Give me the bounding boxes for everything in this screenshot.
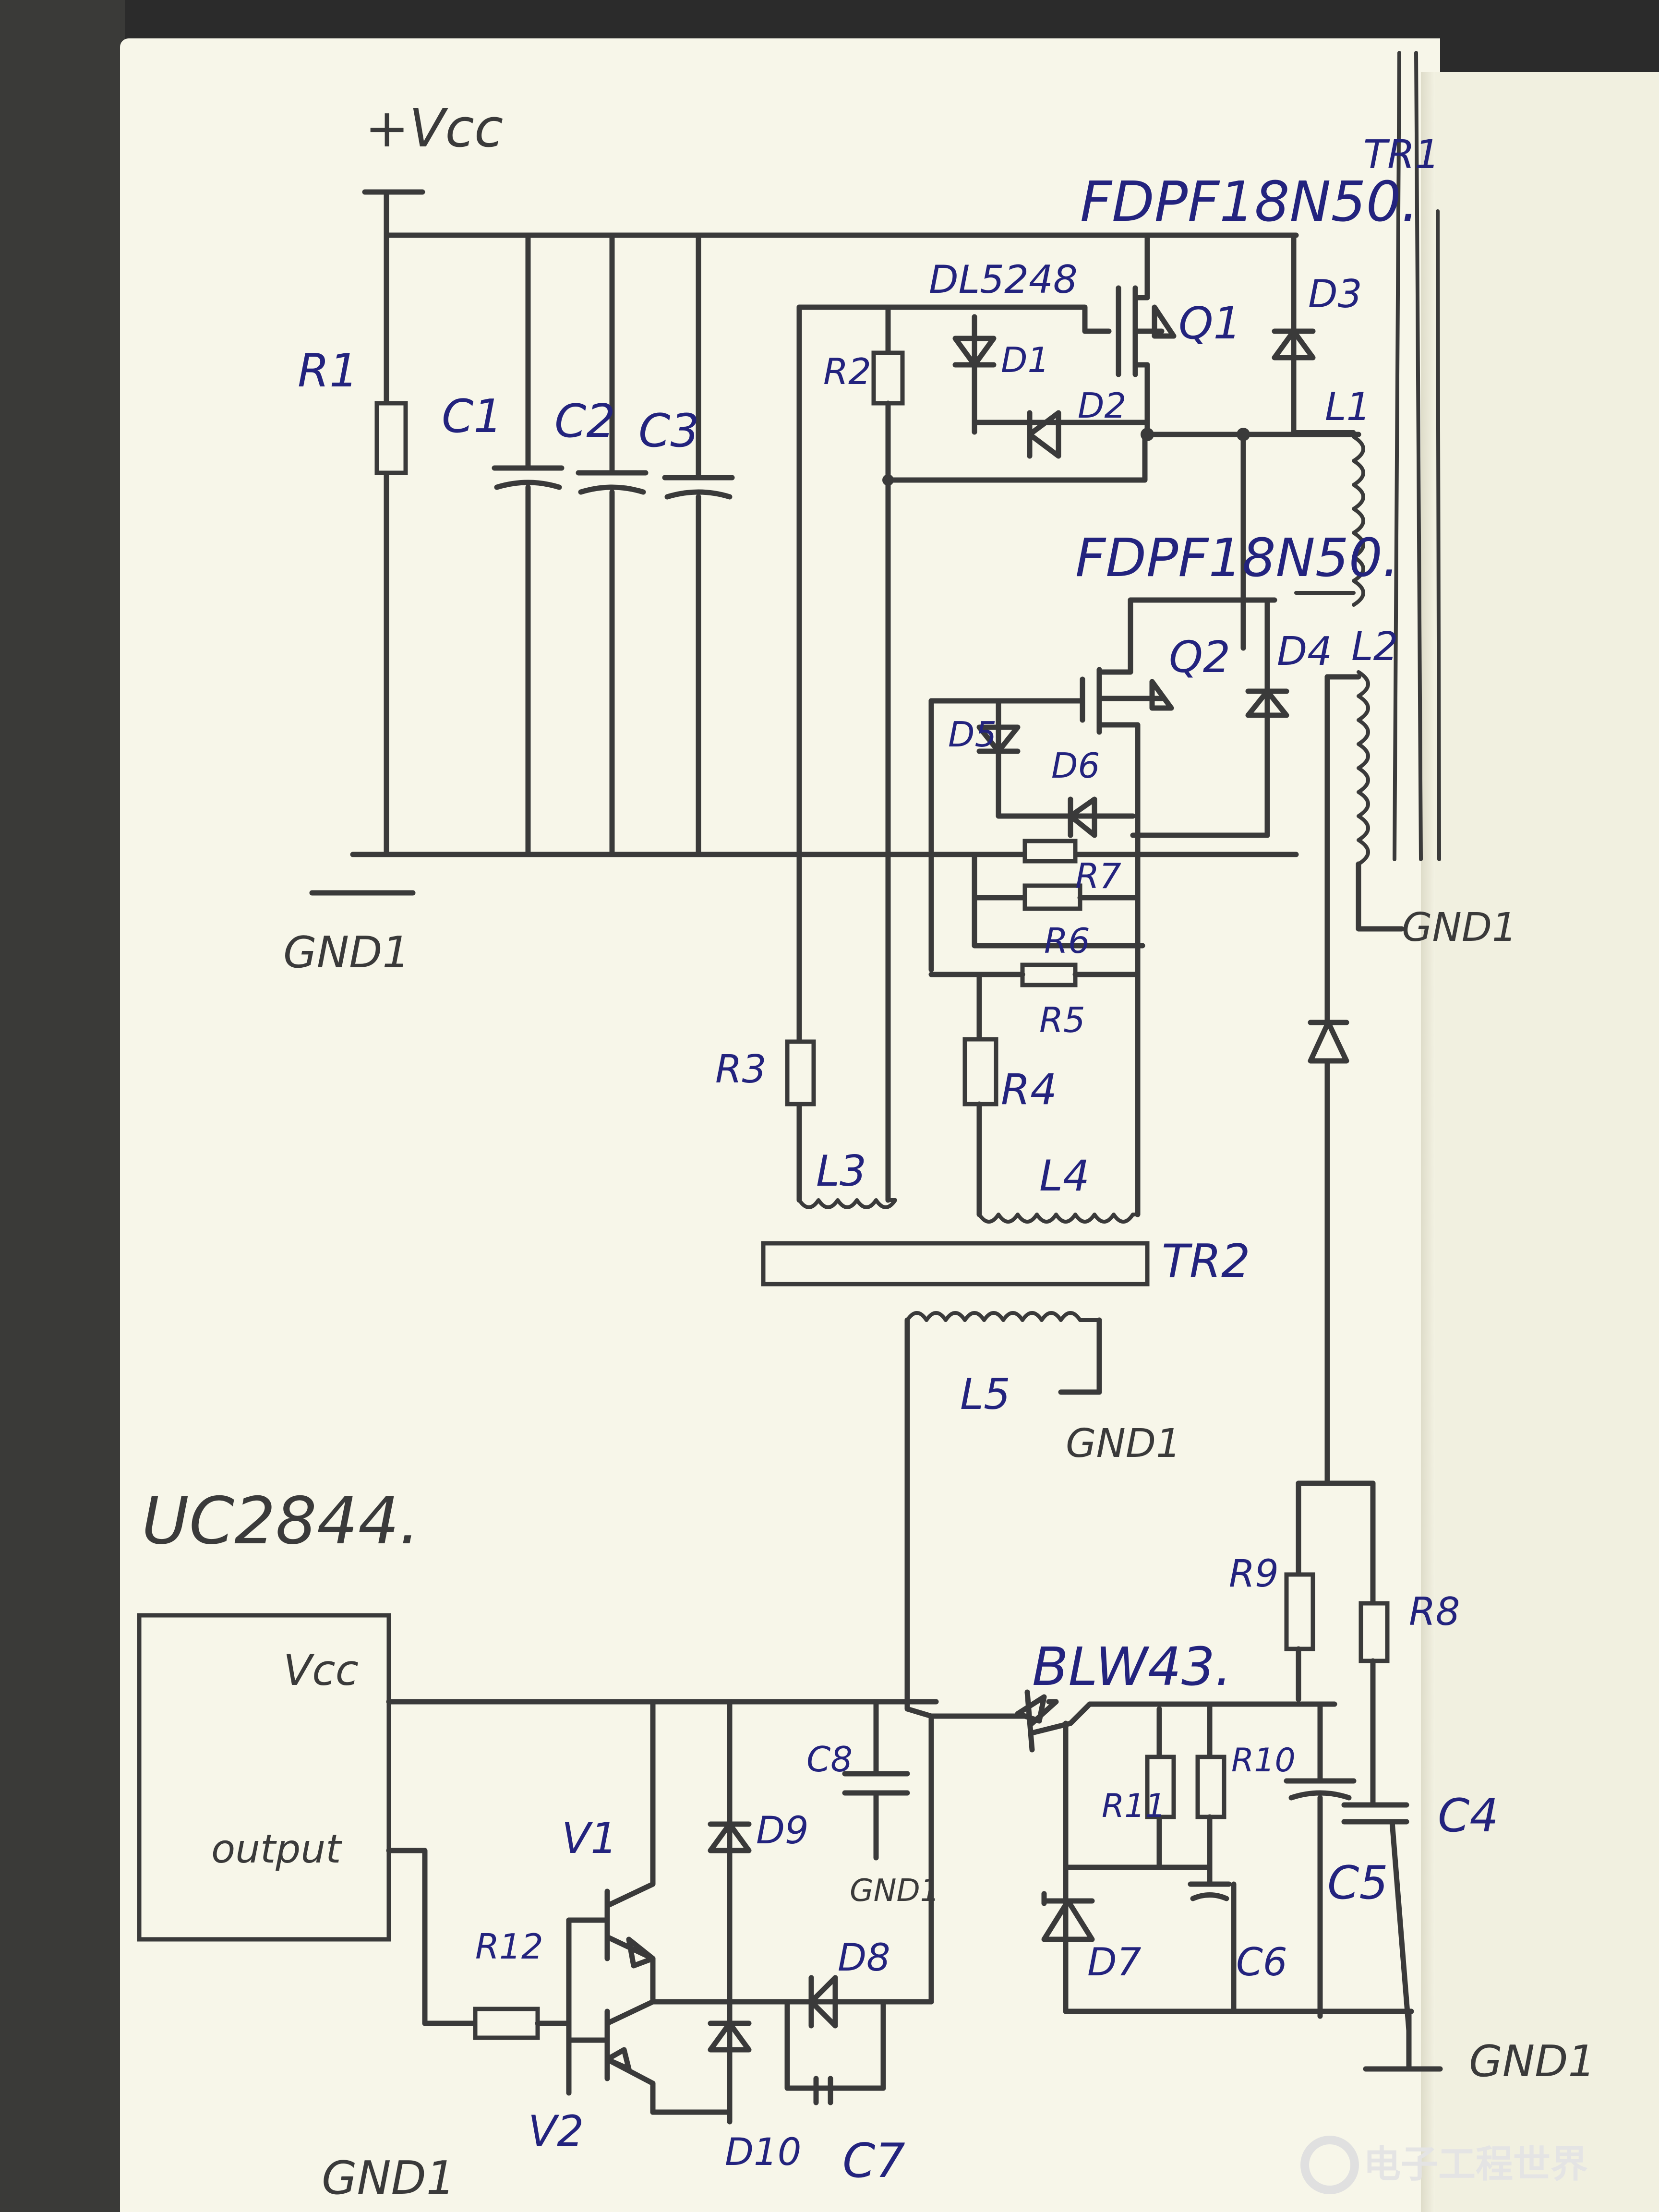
d9-label: D9 <box>756 1809 809 1852</box>
q1-label: Q1 <box>1178 298 1241 349</box>
watermark-text: 电子工程世界 <box>1363 2143 1588 2186</box>
d6-label: D6 <box>1051 745 1100 786</box>
d2-label: D2 <box>1078 385 1126 426</box>
uc2844-ic <box>137 1613 391 1942</box>
c8-label: C8 <box>806 1739 853 1779</box>
r7-resistor <box>1022 839 1078 864</box>
notebook-next-page <box>1435 72 1659 2212</box>
r12-label: R12 <box>475 1926 543 1967</box>
gnd-tr1-label: GND1 <box>1402 905 1517 950</box>
r10-resistor <box>1195 1755 1226 1819</box>
transistor-label: BLW43. <box>1032 1636 1232 1697</box>
r6-resistor <box>1022 883 1082 911</box>
c1-capacitor <box>492 232 565 857</box>
r8-resistor <box>1358 1601 1390 1663</box>
r9-resistor <box>1284 1572 1315 1651</box>
c6-label: C6 <box>1236 1940 1287 1984</box>
d5-label: D5 <box>948 714 997 755</box>
ic-vcc-pin: Vcc <box>283 1646 359 1695</box>
r8-label: R8 <box>1409 1589 1460 1634</box>
watermark-logo-icon <box>1300 2136 1359 2194</box>
r3-resistor <box>785 1039 816 1106</box>
c2-label: C2 <box>554 395 615 448</box>
c4-label: C4 <box>1438 1790 1499 1842</box>
l4-label: L4 <box>1039 1151 1090 1201</box>
l2-label: L2 <box>1351 624 1398 670</box>
r11-label: R11 <box>1102 1787 1166 1825</box>
l1-label: L1 <box>1325 385 1370 429</box>
r2-resistor <box>871 350 905 406</box>
vcc-label: +Vcc <box>365 97 503 159</box>
gnd-c8-label: GND1 <box>850 1873 939 1909</box>
r9-label: R9 <box>1229 1552 1279 1596</box>
notebook-page <box>120 38 1440 2212</box>
q2-label: Q2 <box>1169 632 1230 683</box>
ic-label: UC2844. <box>142 1483 420 1559</box>
l3-label: L3 <box>816 1146 866 1196</box>
gnd-bottom-right-label: GND1 <box>1469 2036 1596 2087</box>
d3-label: D3 <box>1308 272 1362 316</box>
q2-part-label: FDPF18N50. <box>1075 527 1399 589</box>
watermark: 电子工程世界 <box>1300 2136 1588 2194</box>
component-labels: +Vcc TR1 FDPF18N50. DL5248 Q1 D3 D1 D2 L… <box>142 97 1596 2205</box>
c2-capacitor <box>576 232 649 857</box>
driver-section <box>137 1613 1443 2125</box>
r1-resistor <box>374 401 408 475</box>
input-rail <box>309 189 1299 896</box>
tr1-secondary <box>1087 51 1441 2033</box>
d7-label: D7 <box>1087 1940 1142 1984</box>
gnd-l5-label: GND1 <box>1066 1421 1181 1467</box>
r5-resistor <box>1020 962 1078 987</box>
v2-label: V2 <box>528 2106 584 2156</box>
gnd-bottom-left-label: GND1 <box>322 2152 455 2205</box>
r5-label: R5 <box>1039 1000 1085 1040</box>
r6-label: R6 <box>1044 921 1090 961</box>
tr1-label: TR1 <box>1363 132 1440 178</box>
v1-label: V1 <box>562 1814 617 1863</box>
r3-label: R3 <box>715 1047 766 1092</box>
background-dark <box>0 0 125 2212</box>
tr2 <box>761 1241 1150 1719</box>
r12-resistor <box>473 2007 540 2040</box>
c3-capacitor <box>662 232 735 857</box>
q1-part-label: FDPF18N50. <box>1080 170 1419 234</box>
r10-label: R10 <box>1231 1742 1296 1779</box>
d8-label: D8 <box>838 1936 890 1980</box>
d1-part-label: DL5248 <box>929 257 1078 302</box>
c5-label: C5 <box>1327 1857 1388 1910</box>
r7-label: R7 <box>1075 856 1121 896</box>
c3-label: C3 <box>638 405 699 457</box>
c7-label: C7 <box>842 2134 905 2188</box>
r4-resistor <box>962 1037 998 1106</box>
r4-label: R4 <box>1001 1065 1057 1114</box>
r2-label: R2 <box>823 350 871 393</box>
r11-resistor <box>1145 1755 1176 1819</box>
ic-output-pin: output <box>211 1827 342 1872</box>
d10-label: D10 <box>725 2131 801 2174</box>
d4-label: D4 <box>1277 629 1332 674</box>
tr2-core <box>761 1241 1150 1286</box>
q1-stage <box>796 232 1365 857</box>
d1-label: D1 <box>1001 340 1049 380</box>
l5-label: L5 <box>960 1370 1010 1419</box>
c1-label: C1 <box>442 390 503 443</box>
gnd-left-label: GND1 <box>283 927 410 978</box>
tr2-label: TR2 <box>1162 1235 1250 1288</box>
q2-stage <box>785 597 1289 1224</box>
r1-label: R1 <box>298 345 358 397</box>
